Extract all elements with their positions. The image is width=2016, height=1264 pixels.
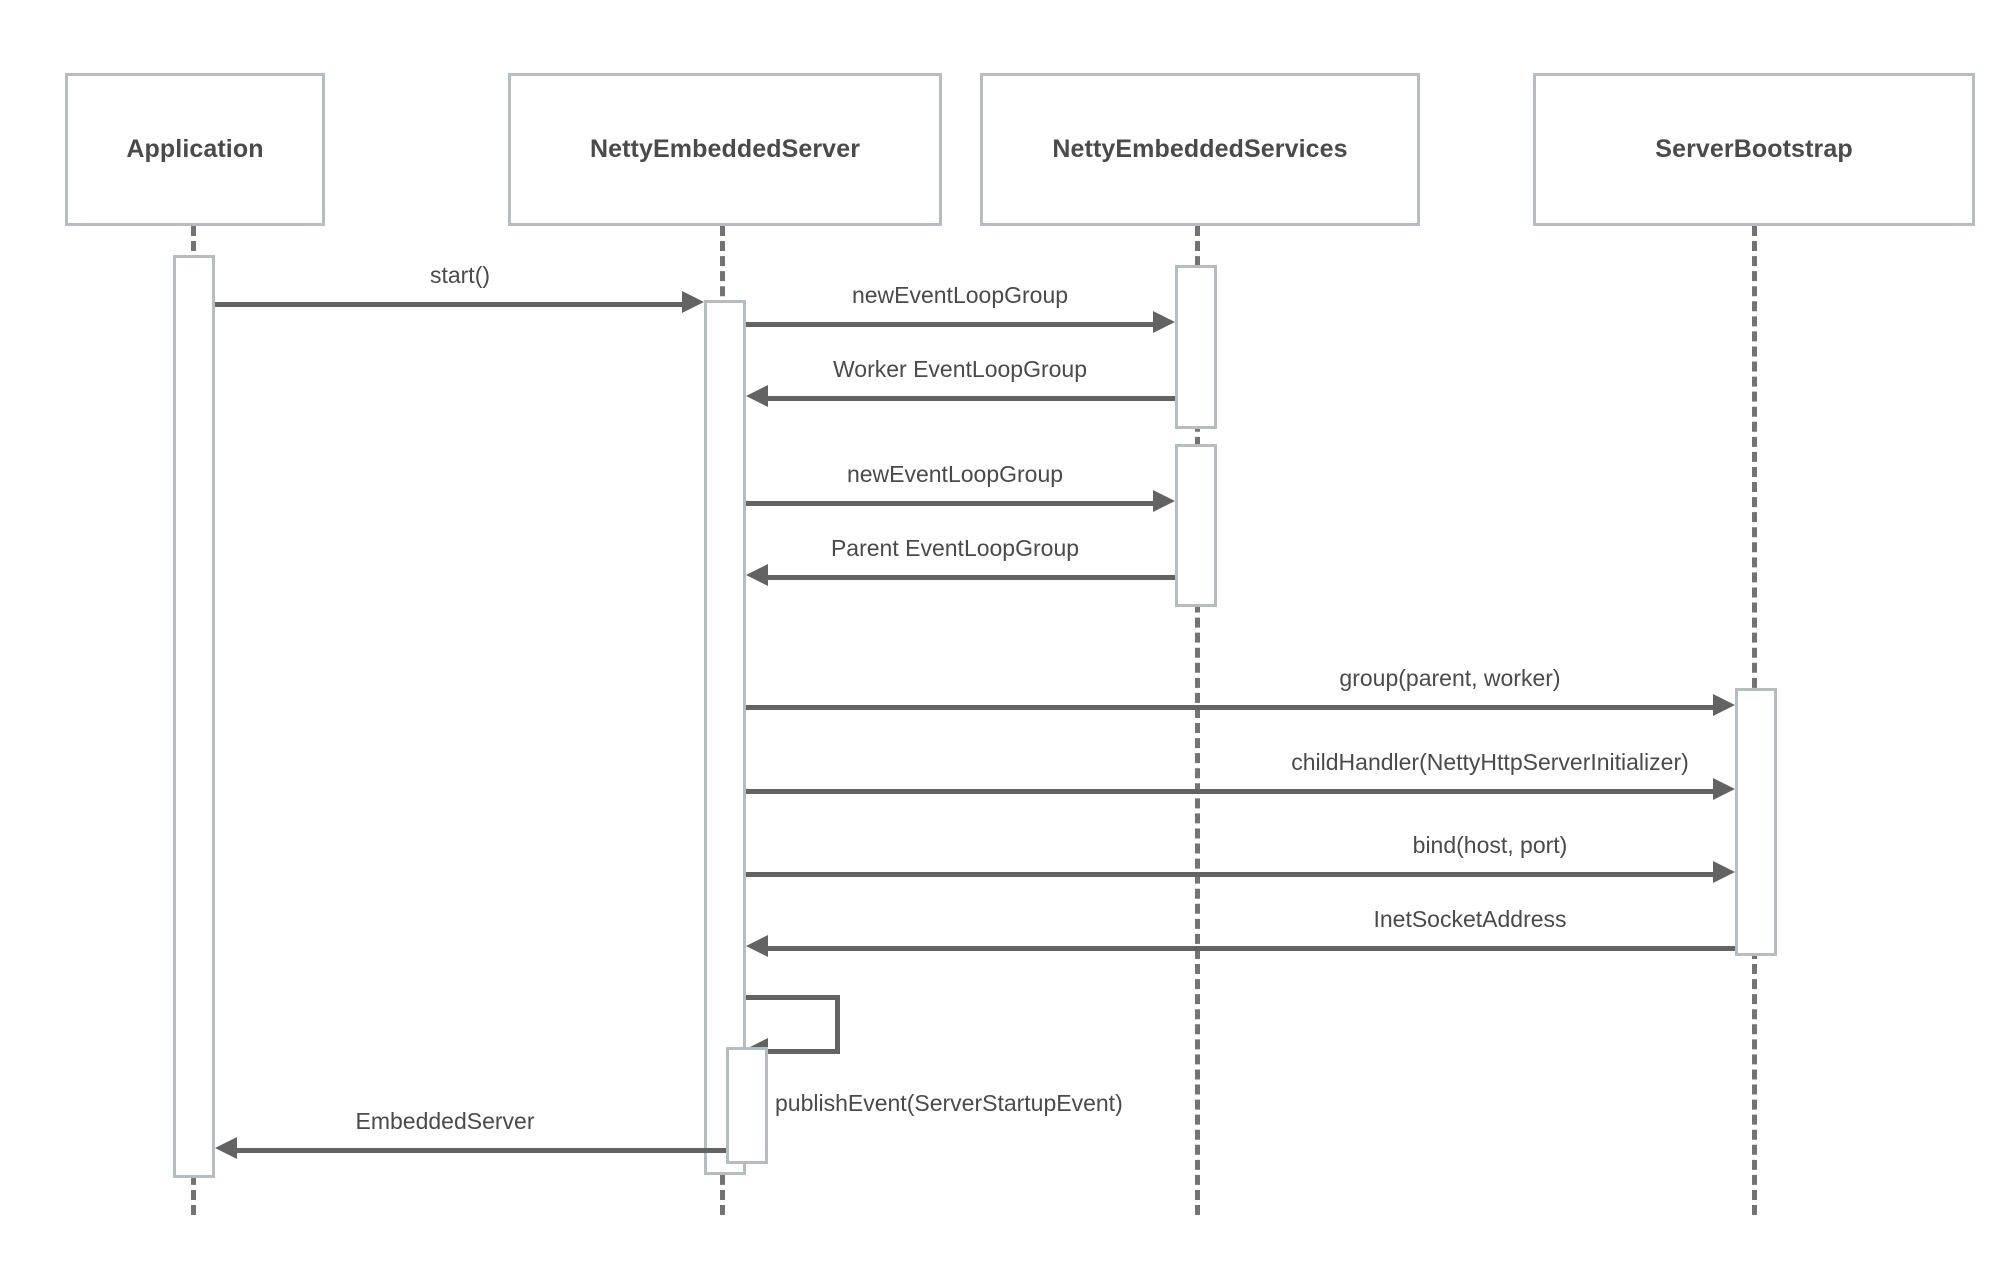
message-arrowhead-start xyxy=(682,291,704,313)
message-line-parent-event-loop-group xyxy=(768,575,1175,580)
message-arrowhead-inet-socket-address xyxy=(746,935,768,957)
message-label-bind: bind(host, port) xyxy=(1412,832,1568,858)
message-label-child-handler: childHandler(NettyHttpServerInitializer) xyxy=(1291,749,1689,775)
message-label-publish-event: publishEvent(ServerStartupEvent) xyxy=(775,1090,1123,1116)
activation-serverbootstrap xyxy=(1735,688,1777,956)
participant-box-nettyembeddedserver[interactable]: NettyEmbeddedServer xyxy=(508,73,942,226)
message-arrowhead-bind xyxy=(1713,861,1735,883)
message-line-child-handler xyxy=(746,789,1713,794)
activation-nettyembeddedservices-worker xyxy=(1175,265,1217,429)
message-line-new-event-loop-group-parent xyxy=(746,501,1153,506)
message-arrowhead-group xyxy=(1713,694,1735,716)
message-label-group: group(parent, worker) xyxy=(1339,665,1561,691)
message-label-start: start() xyxy=(429,262,491,288)
message-arrowhead-new-event-loop-group-worker xyxy=(1153,311,1175,333)
message-line-start xyxy=(215,302,682,307)
message-line-group xyxy=(746,705,1713,710)
participant-label-application: Application xyxy=(126,135,264,163)
message-line-inet-socket-address xyxy=(768,946,1735,951)
activation-nettyembeddedserver xyxy=(704,300,746,1175)
lifeline-nettyembeddedservices xyxy=(1195,226,1200,1215)
message-line-embedded-server xyxy=(237,1148,726,1153)
message-label-new-event-loop-group-parent: newEventLoopGroup xyxy=(846,461,1064,487)
message-line-bind xyxy=(746,872,1713,877)
participant-label-serverbootstrap: ServerBootstrap xyxy=(1655,135,1853,163)
message-label-new-event-loop-group-worker: newEventLoopGroup xyxy=(851,282,1069,308)
message-line-publish-event-side xyxy=(835,995,840,1049)
activation-application xyxy=(173,255,215,1178)
participant-label-nettyembeddedserver: NettyEmbeddedServer xyxy=(589,135,861,163)
message-label-embedded-server: EmbeddedServer xyxy=(355,1108,535,1134)
participant-box-serverbootstrap[interactable]: ServerBootstrap xyxy=(1533,73,1975,226)
message-arrowhead-worker-event-loop-group xyxy=(746,385,768,407)
message-arrowhead-parent-event-loop-group xyxy=(746,564,768,586)
participant-label-nettyembeddedservices: NettyEmbeddedServices xyxy=(1052,135,1348,163)
message-label-inet-socket-address: InetSocketAddress xyxy=(1373,906,1567,932)
message-arrowhead-embedded-server xyxy=(215,1137,237,1159)
message-line-new-event-loop-group-worker xyxy=(746,322,1153,327)
activation-nettyembeddedservices-parent xyxy=(1175,444,1217,607)
activation-nettyembeddedserver-nested xyxy=(726,1047,768,1164)
participant-box-nettyembeddedservices[interactable]: NettyEmbeddedServices xyxy=(980,73,1420,226)
message-line-publish-event-top xyxy=(746,995,840,1000)
message-line-worker-event-loop-group xyxy=(768,396,1175,401)
message-label-worker-event-loop-group: Worker EventLoopGroup xyxy=(833,356,1087,382)
message-line-publish-event-bottom xyxy=(768,1049,840,1054)
message-arrowhead-child-handler xyxy=(1713,778,1735,800)
message-arrowhead-new-event-loop-group-parent xyxy=(1153,490,1175,512)
participant-box-application[interactable]: Application xyxy=(65,73,325,226)
message-label-parent-event-loop-group: Parent EventLoopGroup xyxy=(830,535,1080,561)
